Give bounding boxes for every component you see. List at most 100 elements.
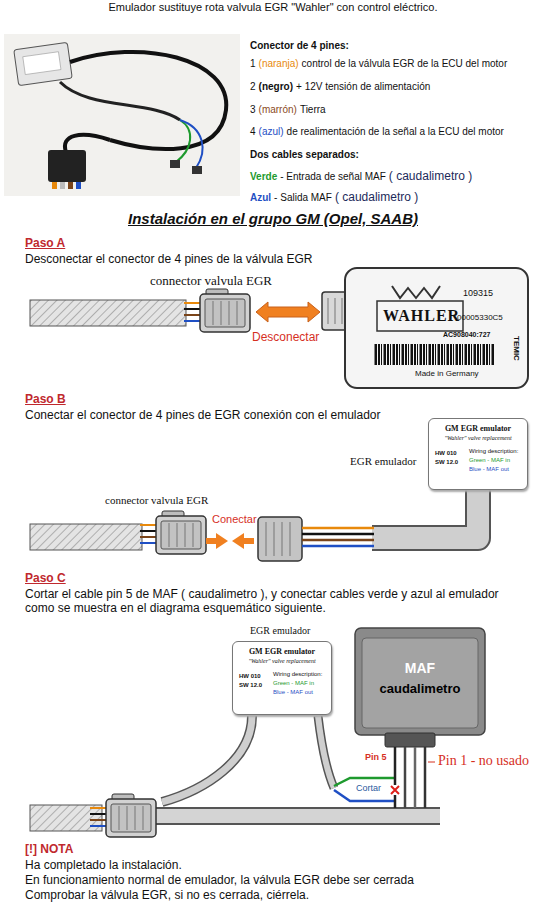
node-text: TEMIC xyxy=(512,336,521,361)
label-text: + 12V tensión de alimentación xyxy=(296,81,430,93)
label-text: Pin 1 - no usado xyxy=(438,753,529,770)
text-row: Verde- Entrada de señal MAF( caudalimetr… xyxy=(250,169,540,183)
photo-terminal xyxy=(192,166,202,174)
label-text: control de la válvula EGR de la ECU del … xyxy=(302,58,508,70)
text-row: Paso C xyxy=(25,571,66,585)
emulator-cable xyxy=(372,490,478,538)
text-row: EGR emulador xyxy=(250,625,310,637)
photo-sticker xyxy=(23,52,61,75)
label-text: de realimentación de la señal a la ECU d… xyxy=(287,126,504,138)
step-a-drawing xyxy=(30,268,528,388)
page-title: Emulador sustituye rota valvula EGR "Wah… xyxy=(109,1,438,14)
step-b-drawing xyxy=(30,490,478,561)
wahler-logo-mark xyxy=(392,286,440,298)
node-text: Green - MAF in xyxy=(273,680,314,687)
valve-plug-ridges xyxy=(328,298,342,324)
text-row: Cortar el cable pin 5 de MAF ( caudalime… xyxy=(25,587,515,616)
photo-blue-wire xyxy=(180,120,203,168)
wire-blue xyxy=(302,545,374,548)
node-text: caudalimetro xyxy=(365,682,475,697)
label-text: Conector de 4 pines: xyxy=(250,40,349,52)
node-text: SW 12.0 xyxy=(239,682,262,689)
text-row: Ha completado la instalación. xyxy=(25,858,182,872)
photo-pin xyxy=(60,182,65,189)
node-text: 109315 xyxy=(463,288,493,298)
label-text: 4 xyxy=(250,126,256,138)
node-text: HW 010 xyxy=(435,450,457,457)
label-text: Tierra xyxy=(300,104,326,116)
text-row: Instalación en el grupo GM (Opel, SAAB) xyxy=(0,210,546,228)
egr-connector xyxy=(184,289,250,332)
text-row: 3(marrón)Tierra xyxy=(250,104,540,116)
photo-ground xyxy=(4,34,240,196)
maf-plug xyxy=(385,733,435,747)
label-text: Desconectar xyxy=(252,330,319,344)
photo-pin xyxy=(68,182,73,189)
text-row: Conectar xyxy=(212,513,257,526)
emulator-plug xyxy=(258,517,302,561)
leader-line xyxy=(428,762,435,763)
main-harness xyxy=(156,807,440,825)
wire-orange xyxy=(302,527,374,530)
photo-emulator xyxy=(14,42,72,85)
connect-arrow xyxy=(206,533,228,549)
label-text: En funcionamiento normal de emulador, la… xyxy=(25,873,414,887)
photo-terminal xyxy=(170,160,180,168)
label-text: Cortar xyxy=(356,783,381,794)
label-text: Dos cables separados: xyxy=(250,149,359,161)
barcode xyxy=(373,344,495,365)
text-row: EGR emulador xyxy=(350,455,416,468)
maf-wire xyxy=(404,747,407,808)
step-c-drawing xyxy=(30,628,485,837)
text-row: Desconectar el conector de 4 pines de la… xyxy=(25,252,313,266)
photo-green-wire xyxy=(176,120,190,162)
emulator-cable xyxy=(162,716,252,802)
product-photo xyxy=(4,34,240,196)
node-text: Wiring description: xyxy=(273,671,322,678)
label-text: [!] NOTA xyxy=(25,842,73,856)
text-row: Pin 5 xyxy=(365,752,387,763)
emulator-maf-cable xyxy=(318,716,334,788)
text-row: Conector de 4 pines: xyxy=(250,40,540,52)
node-text: Wiring description: xyxy=(469,448,518,455)
maf-housing xyxy=(355,628,485,735)
label-text: (marrón) xyxy=(259,104,297,116)
node-text: MAF xyxy=(365,660,475,676)
label-text: Paso B xyxy=(25,392,66,406)
label-text: Ha completado la instalación. xyxy=(25,858,182,872)
node-text: WAHLER xyxy=(383,307,460,325)
node-text: SW 12.0 xyxy=(435,459,458,466)
label-text: (negro) xyxy=(259,81,293,93)
label-text: Conectar xyxy=(212,513,257,526)
photo-pin xyxy=(76,182,81,189)
label-text: (naranja) xyxy=(259,58,299,70)
node-text: AC908040:727 xyxy=(443,331,490,339)
egr-connector xyxy=(90,794,156,837)
text-row: [!] NOTA xyxy=(25,842,73,856)
label-text: ( caudalimetro ) xyxy=(389,169,472,183)
label-text: connector valvula EGR xyxy=(105,494,208,507)
text-row: Azul- Salida MAF( caudalimetro ) xyxy=(250,190,540,204)
text-row: Paso A xyxy=(25,236,65,250)
label-text: 2 xyxy=(250,81,256,93)
label-text: - Entrada de señal MAF xyxy=(280,171,386,183)
wire-black xyxy=(302,533,374,536)
label-text: - Salida MAF xyxy=(274,192,332,204)
emulator-box: GM EGR emulator "Wahler" valve replacemen… xyxy=(232,641,332,715)
text-row: Cortar xyxy=(356,783,381,794)
emulator-maf-cable xyxy=(318,716,334,788)
egr-connector xyxy=(140,511,206,554)
node-text: GM EGR emulator xyxy=(233,647,331,656)
label-text: Conectar el conector de 4 pines de EGR c… xyxy=(25,408,381,422)
wahler-valve-housing xyxy=(345,268,528,388)
text-row: Paso B xyxy=(25,392,66,406)
text-row: 2(negro)+ 12V tensión de alimentación xyxy=(250,81,540,93)
connect-arrow xyxy=(232,533,254,549)
label-text: 3 xyxy=(250,104,256,116)
node-text: "Wahler" valve replacement xyxy=(233,658,331,665)
text-row: Desconectar xyxy=(252,330,319,344)
text-row: 1(naranja)control de la válvula EGR de l… xyxy=(250,58,540,70)
label-text: (azul) xyxy=(259,126,284,138)
node-text: Made in Germany xyxy=(415,369,479,378)
text-row: Conectar el conector de 4 pines de EGR c… xyxy=(25,408,381,422)
